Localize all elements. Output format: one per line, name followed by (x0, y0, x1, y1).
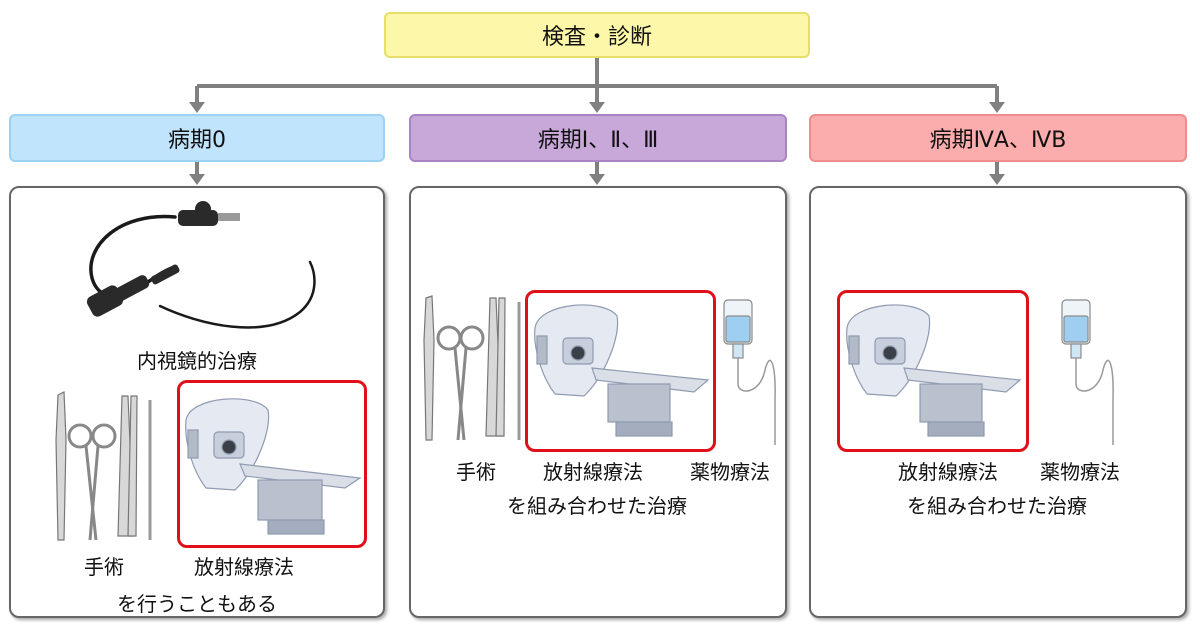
top-box-label: 検査・診断 (541, 25, 652, 50)
stage-1-panel (409, 186, 787, 618)
top-box-diagnosis: 検査・診断 (384, 12, 810, 58)
endoscopic-treatment-label: 内視鏡的治療 (137, 349, 257, 373)
stage-header-0-label: 病期0 (168, 128, 226, 153)
note-stage-0: を行うこともある (117, 592, 277, 616)
stage-header-1-label: 病期Ⅰ、Ⅱ、Ⅲ (537, 128, 659, 153)
surgery-label-stage-1: 手術 (456, 460, 496, 484)
note-stage-1: を組み合わせた治療 (507, 494, 687, 518)
radiation-label-stage-0: 放射線療法 (194, 555, 294, 579)
radiation-label-stage-1: 放射線療法 (543, 460, 643, 484)
drug-label-stage-2: 薬物療法 (1040, 460, 1120, 484)
stage-header-2-label: 病期ⅣA、ⅣB (929, 128, 1067, 153)
stage-header-0: 病期0 (9, 114, 385, 162)
highlight-radiation-stage-1 (525, 290, 716, 452)
stage-header-2: 病期ⅣA、ⅣB (809, 114, 1187, 162)
highlight-radiation-stage-0 (177, 380, 367, 548)
note-stage-2: を組み合わせた治療 (907, 494, 1087, 518)
radiation-label-stage-2: 放射線療法 (898, 460, 998, 484)
stage-header-1: 病期Ⅰ、Ⅱ、Ⅲ (409, 114, 787, 162)
drug-label-stage-1: 薬物療法 (690, 460, 770, 484)
surgery-label-stage-0: 手術 (84, 555, 124, 579)
highlight-radiation-stage-2 (837, 290, 1029, 452)
stage-2-panel (809, 186, 1187, 618)
